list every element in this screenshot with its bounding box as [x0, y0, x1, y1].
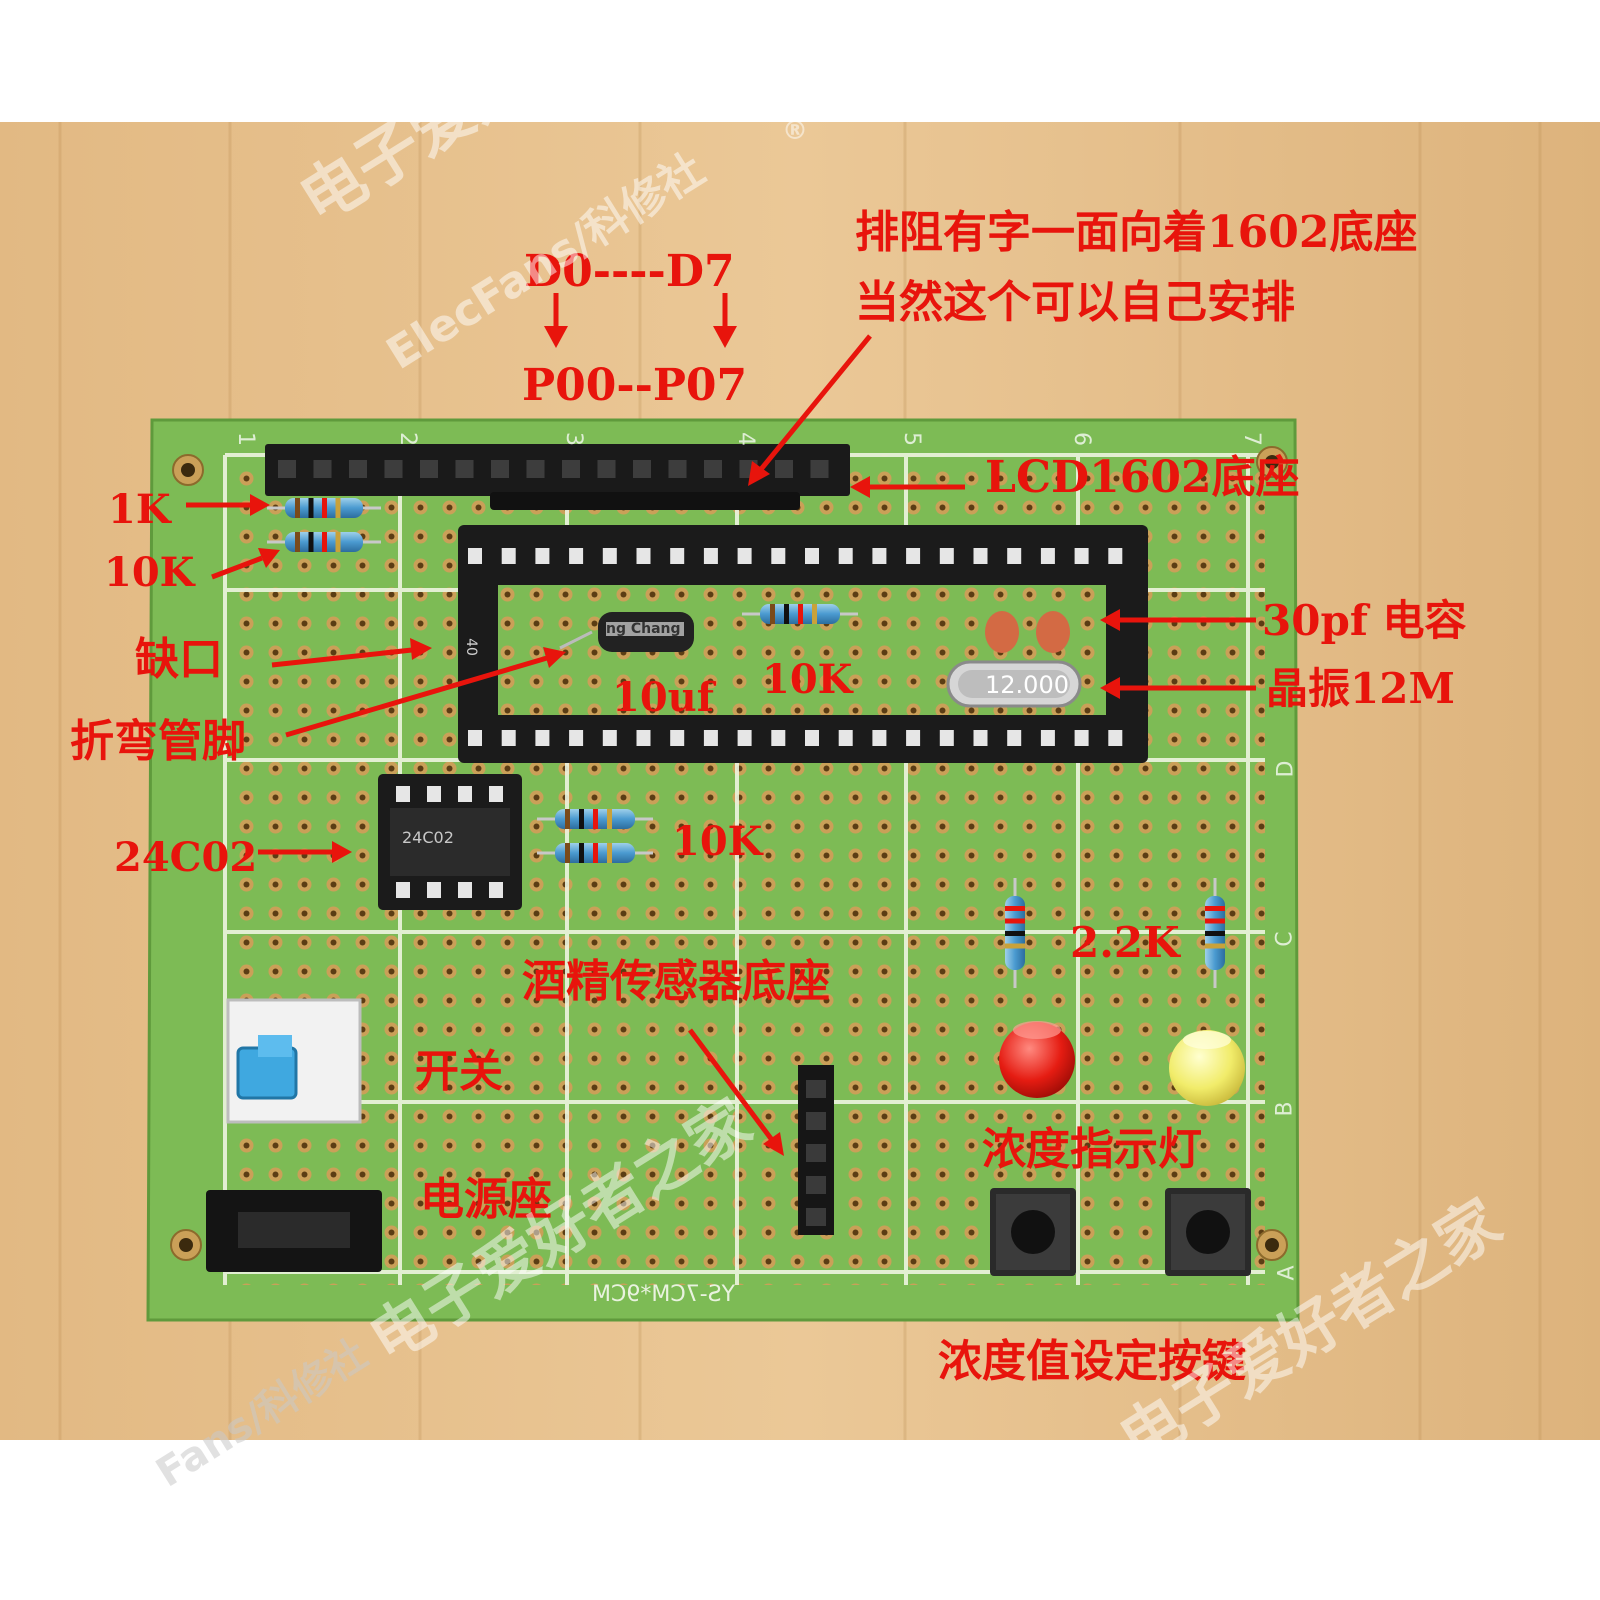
edge-letter-d: D — [1273, 760, 1299, 778]
label-note-line-1: 排阻有字一面向着1602底座 — [855, 207, 1418, 258]
label-eeprom: 24C02 — [114, 834, 258, 881]
label-note-line-2: 当然这个可以自己安排 — [855, 277, 1295, 328]
label-1k: 1K — [108, 486, 171, 533]
label-lcd-socket: LCD1602底座 — [985, 452, 1300, 503]
edge-number-5: 5 — [899, 432, 924, 446]
edge-letter-c: C — [1272, 931, 1298, 947]
edge-number-3: 3 — [561, 432, 586, 446]
label-power-jack: 电源座 — [420, 1174, 552, 1225]
label-set-buttons: 浓度值设定按键 — [938, 1336, 1246, 1387]
label-sensor-socket: 酒精传感器底座 — [522, 956, 830, 1007]
label-2k2: 2.2K — [1070, 918, 1180, 967]
label-indicator-leds: 浓度指示灯 — [982, 1124, 1202, 1175]
capacitor-marking: ng Chang — [606, 621, 681, 637]
crystal-marking: 12.000 — [985, 671, 1069, 699]
label-d0-d7: D0----D7 — [524, 246, 735, 297]
edge-number-6: 6 — [1069, 432, 1094, 446]
edge-letter-a: A — [1274, 1265, 1300, 1281]
label-notch: 缺口 — [135, 634, 223, 685]
chip-marking: 24C02 — [402, 828, 454, 847]
watermark-registered: ® — [782, 116, 808, 146]
label-30pf: 30pf 电容 — [1262, 596, 1467, 645]
annotation-arrows — [186, 293, 1256, 1156]
label-bend-leads: 折弯管脚 — [70, 716, 246, 767]
edge-number-7: 7 — [1239, 432, 1264, 446]
eeprom-chip — [378, 774, 522, 910]
label-10k-top: 10K — [104, 549, 195, 596]
label-crystal: 晶振12M — [1266, 664, 1455, 713]
edge-letter-b: B — [1272, 1101, 1298, 1117]
indicator-led-yellow — [1169, 1030, 1245, 1106]
edge-number-2: 2 — [395, 432, 420, 446]
dc-jack — [206, 1190, 382, 1272]
label-10uf: 10uf — [612, 674, 714, 721]
label-p00-p07: P00--P07 — [522, 360, 748, 411]
resistors — [267, 498, 1225, 988]
socket-pin-number: 40 — [462, 638, 479, 656]
model-marking: YS-7CM*9CM — [592, 1282, 736, 1307]
indicator-led-red — [999, 1021, 1075, 1098]
sensor-header — [798, 1065, 834, 1235]
crystal-oscillator — [946, 660, 1082, 708]
label-switch: 开关 — [415, 1046, 503, 1097]
electrolytic-capacitor — [559, 612, 694, 652]
label-10k-mid: 10K — [762, 656, 853, 703]
edge-number-1: 1 — [233, 432, 258, 446]
edge-number-4: 4 — [733, 432, 758, 446]
power-switch — [226, 998, 362, 1124]
lcd-header — [265, 444, 850, 510]
set-button-2 — [1165, 1188, 1251, 1276]
label-10k-low: 10K — [672, 818, 763, 865]
set-button-1 — [990, 1188, 1076, 1276]
ceramic-capacitors — [985, 611, 1070, 653]
